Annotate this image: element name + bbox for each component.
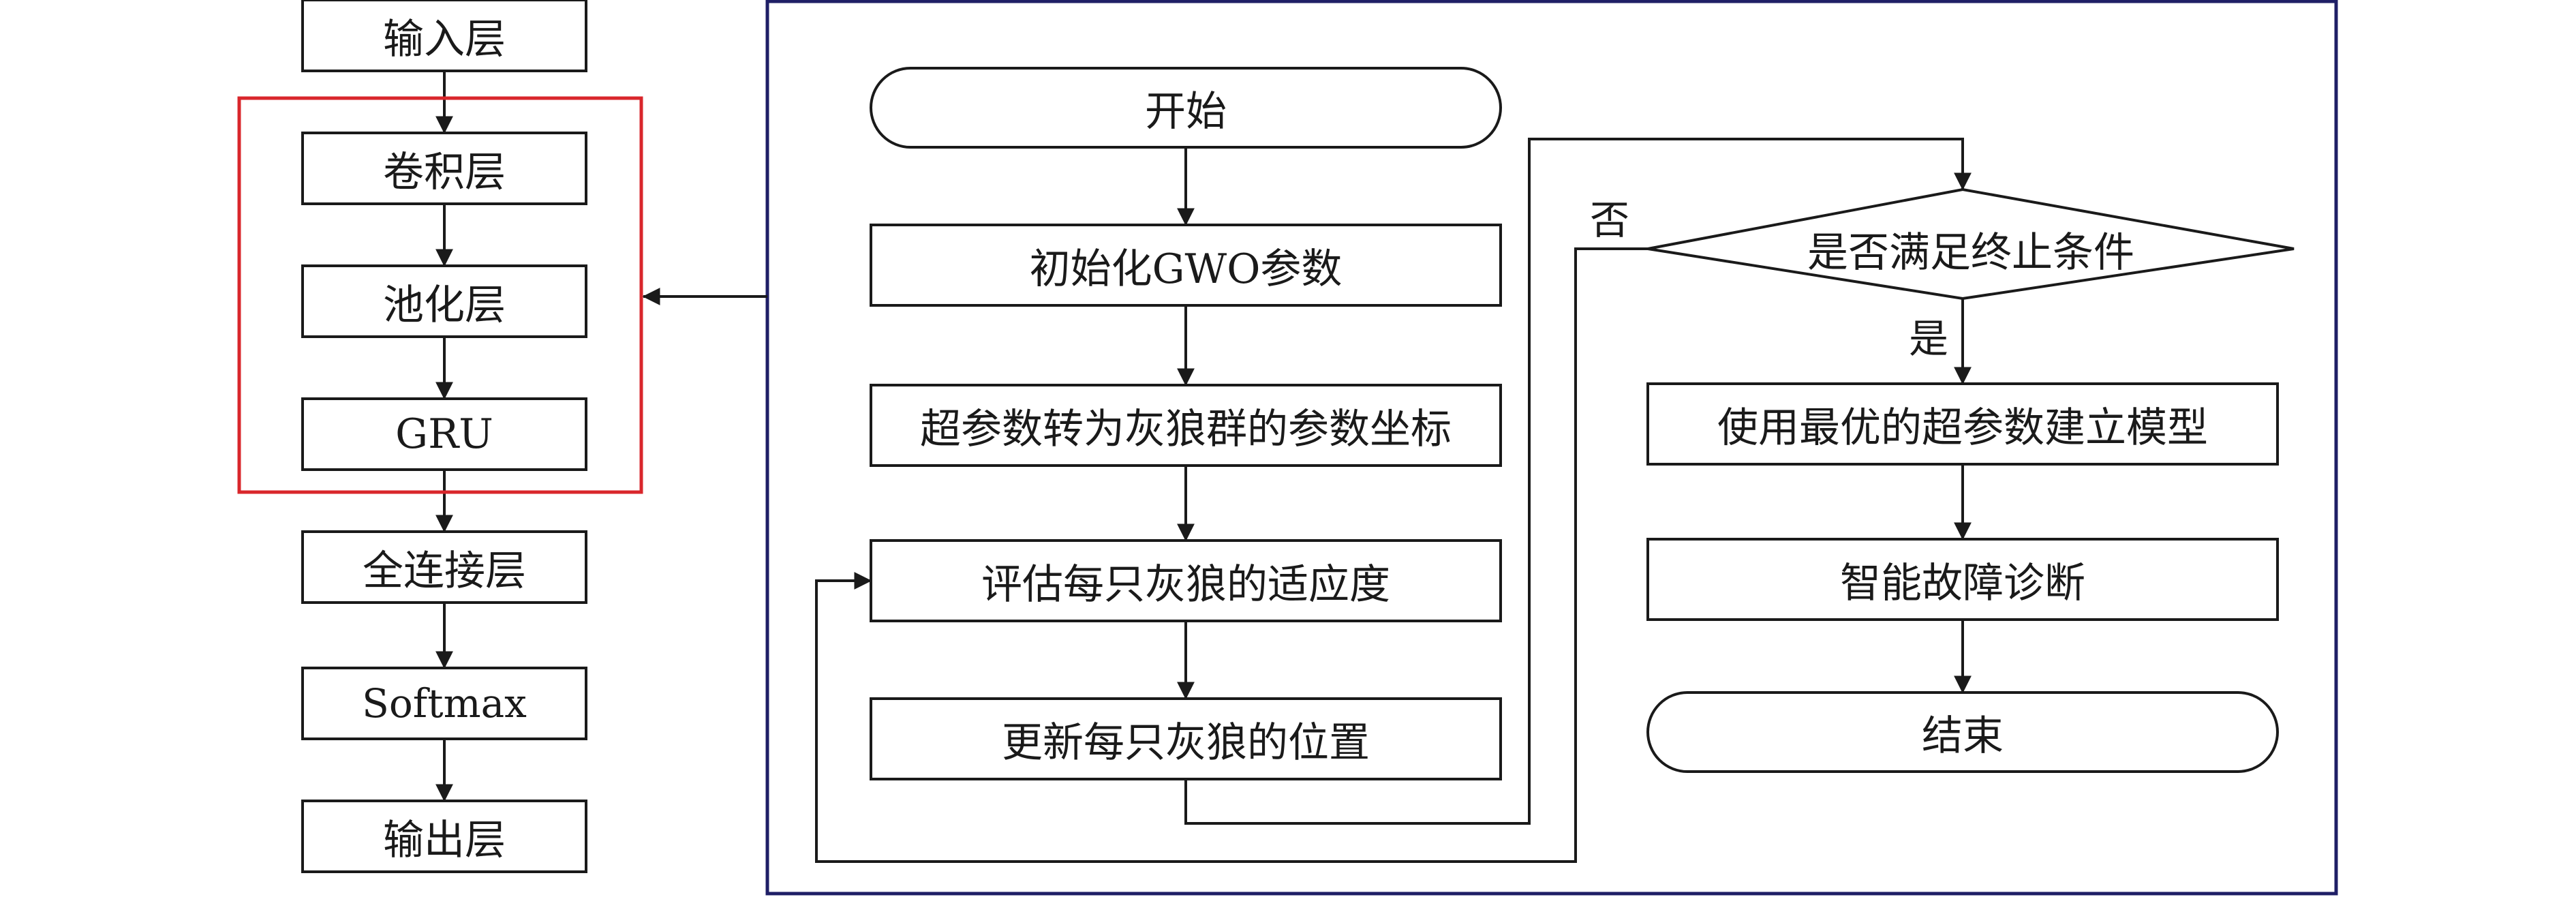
decision-label: 是否满足终止条件 [1807,228,2134,277]
update-label: 更新每只灰狼的位置 [1002,718,1370,767]
build-label: 使用最优的超参数建立模型 [1717,404,2208,452]
softmax-layer-label: Softmax [362,680,527,727]
conv-layer-box [301,132,587,205]
output-layer-label: 输出层 [383,816,506,864]
pool-layer-label: 池化层 [383,281,506,329]
conv-layer-label: 卷积层 [383,148,506,196]
map-node [870,384,1502,467]
end-label: 结束 [1922,712,2004,760]
fc-layer-label: 全连接层 [363,547,526,595]
evaluate-node [870,539,1502,622]
output-layer-box [301,800,587,873]
start-label: 开始 [1145,87,1227,136]
map-label: 超参数转为灰狼群的参数坐标 [920,405,1452,453]
no-branch-label: 否 [1589,197,1629,243]
optimization-panel [765,0,2338,896]
update-node [870,697,1502,780]
evaluate-label: 评估每只灰狼的适应度 [981,560,1390,609]
input-layer-label: 输入层 [383,15,506,63]
yes-branch-label: 是 [1908,316,1948,362]
arrow-update-to-decision [1184,138,1972,825]
init-label: 初始化GWO参数 [1029,245,1343,293]
gru-layer-label: GRU [395,410,493,458]
diagnose-label: 智能故障诊断 [1840,559,2085,607]
build-node [1646,382,2279,466]
arrow-no-loop-to-evaluate [815,247,1648,863]
fc-layer-box [301,530,587,604]
highlight-frame [237,96,643,494]
softmax-layer-box [301,667,587,740]
input-layer-box [301,0,587,72]
decision-node [1647,187,2295,301]
